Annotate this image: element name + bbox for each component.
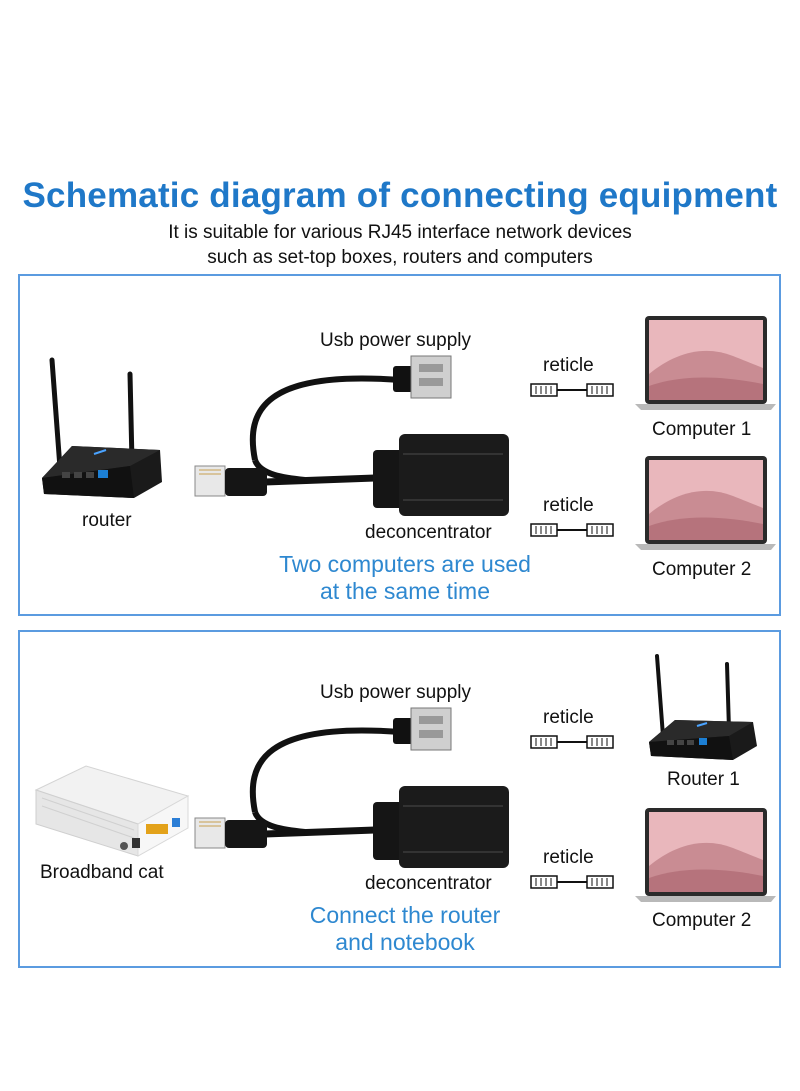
caption-panel-1-line-1: Two computers are used xyxy=(279,551,531,577)
computer-2-label: Computer 2 xyxy=(652,559,752,580)
router-image xyxy=(42,357,162,498)
caption-panel-2: Connect the router and notebook xyxy=(240,902,570,956)
router-image-2 xyxy=(649,654,757,760)
cable-icon-bottom-2 xyxy=(530,875,614,889)
subtitle-line-2: such as set-top boxes, routers and compu… xyxy=(207,247,593,268)
reticle-label-top-2: reticle xyxy=(543,707,594,728)
caption-panel-2-line-2: and notebook xyxy=(335,929,475,955)
laptop-image-bottom xyxy=(635,456,776,550)
deconcentrator-label: deconcentrator xyxy=(365,522,492,543)
broadband-cat-label: Broadband cat xyxy=(40,862,164,883)
reticle-label-top: reticle xyxy=(543,355,594,376)
laptop-image-panel-2 xyxy=(635,808,776,902)
broadband-modem-image xyxy=(34,765,190,857)
computer-1-label: Computer 1 xyxy=(652,419,752,440)
usb-power-label-2: Usb power supply xyxy=(320,682,472,703)
cable-icon-top xyxy=(530,383,614,397)
splitter-cable-image-2 xyxy=(194,707,509,868)
router-1-label: Router 1 xyxy=(667,769,740,790)
computer-2-label-panel-2: Computer 2 xyxy=(652,910,752,931)
subtitle-line-1: It is suitable for various RJ45 interfac… xyxy=(168,222,632,243)
caption-panel-2-line-1: Connect the router xyxy=(309,902,501,928)
caption-panel-1-line-2: at the same time xyxy=(319,578,491,604)
cable-icon-top-2 xyxy=(530,735,614,749)
router-label: router xyxy=(82,510,132,531)
laptop-image-top xyxy=(635,316,776,410)
page-title: Schematic diagram of connecting equipmen… xyxy=(22,176,778,215)
cable-icon-bottom xyxy=(530,523,614,537)
usb-power-label: Usb power supply xyxy=(320,330,472,351)
caption-panel-1: Two computers are used at the same time xyxy=(240,551,570,605)
panel-router-notebook xyxy=(18,630,781,968)
deconcentrator-label-2: deconcentrator xyxy=(365,873,492,894)
reticle-label-bottom-2: reticle xyxy=(543,847,594,868)
reticle-label-bottom: reticle xyxy=(543,495,594,516)
splitter-cable-image xyxy=(194,355,509,516)
panel-two-computers xyxy=(18,274,781,616)
